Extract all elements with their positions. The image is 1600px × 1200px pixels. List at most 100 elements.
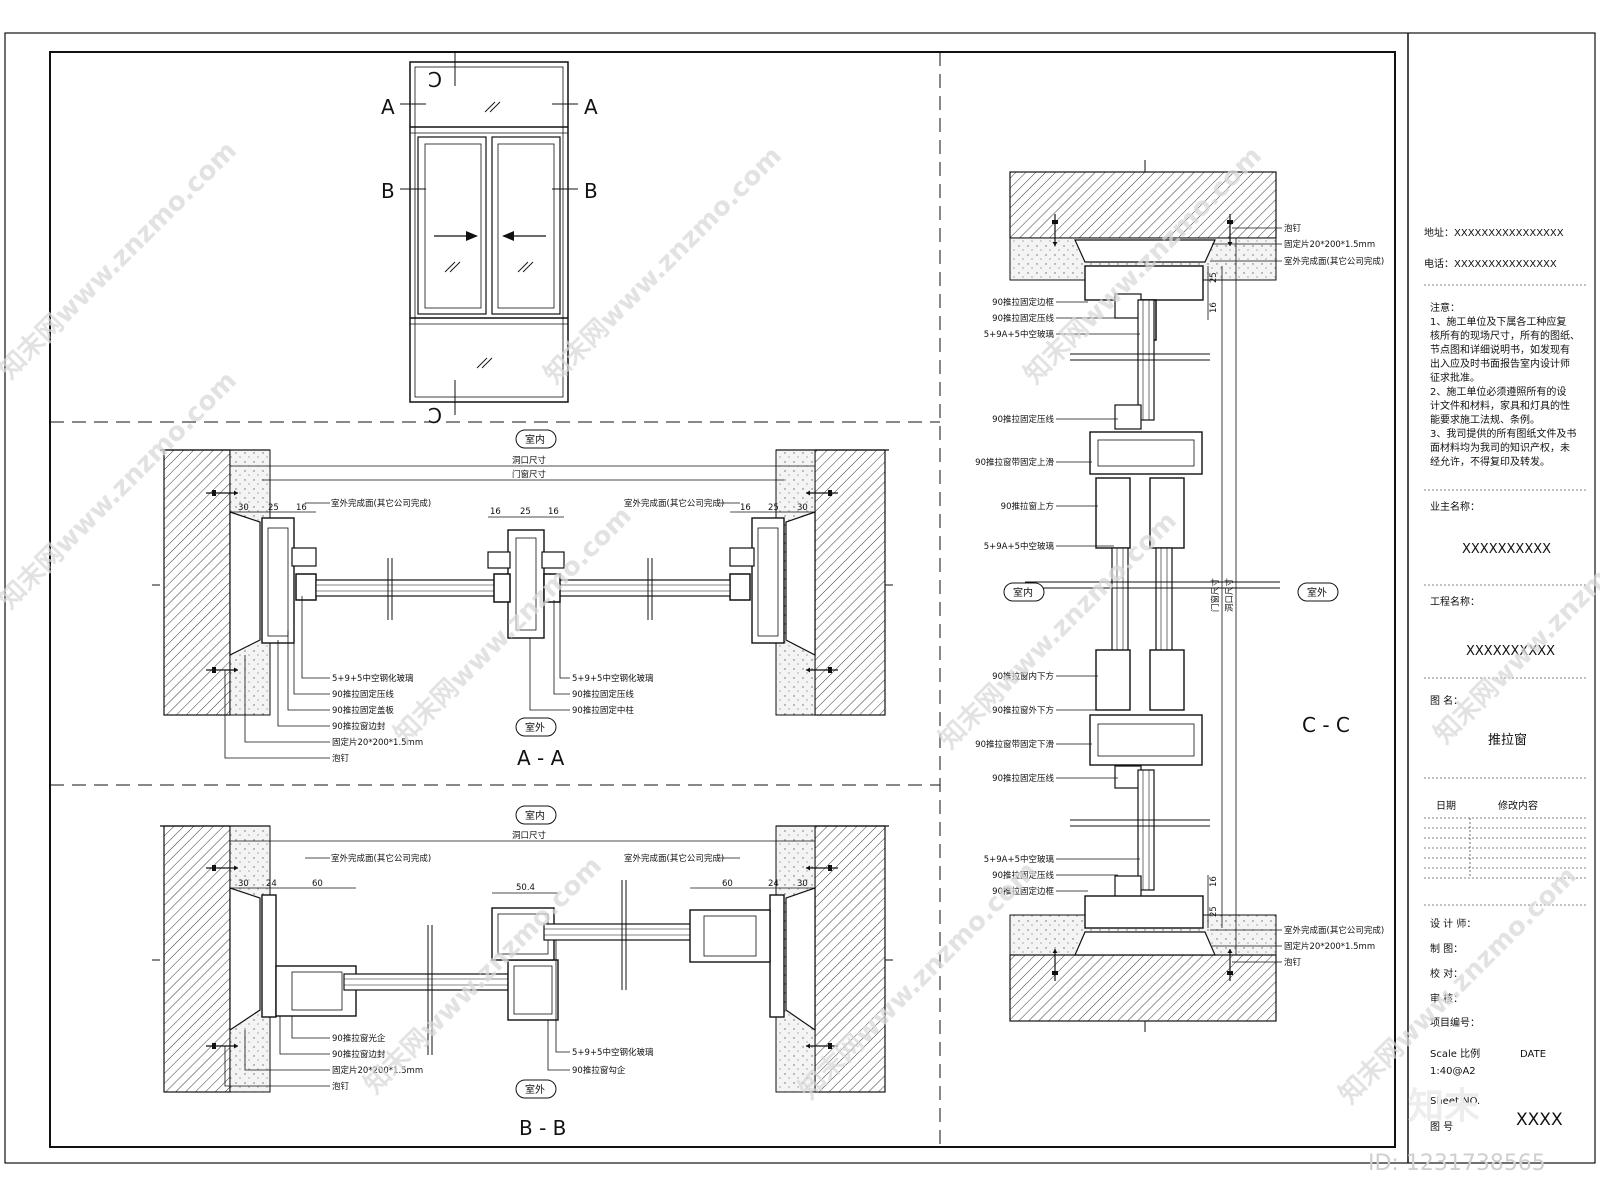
cc-label-l8: 90推拉窗外下方 (992, 705, 1054, 716)
tb-drafter: 制 图： (1430, 942, 1463, 955)
aa-dim-8: 30 (797, 503, 808, 513)
aa-dim-7: 25 (768, 503, 779, 513)
bb-label-r1: 90推拉窗勾企 (572, 1065, 626, 1076)
tb-sheet-value: XXXX (1516, 1110, 1563, 1130)
watermark-stamp: 知末 (1408, 1086, 1480, 1127)
cc-label-l4: 90推拉窗带固定上滑 (975, 457, 1054, 468)
aa-dim-door: 门窗尺寸 (512, 469, 547, 480)
bb-outer-finish-left: 室外完成面(其它公司完成) (331, 853, 431, 864)
cc-label-l6: 5+9A+5中空玻璃 (984, 541, 1055, 552)
cc-label-l12: 90推拉固定压线 (992, 870, 1054, 881)
watermark-text-1: 知末网www.znzmo.com (0, 136, 243, 385)
cc-label-l2: 5+9A+5中空玻璃 (984, 329, 1055, 340)
aa-label-l1: 90推拉固定压线 (332, 689, 394, 700)
bb-dim-6: 30 (797, 879, 808, 889)
cc-dim-opening: 洞口尺寸 (1224, 577, 1235, 612)
cc-label-tr1: 固定片20*200*1.5mm (1284, 239, 1375, 250)
cc-dim-2: 16 (1209, 876, 1219, 887)
tb-note-1: 核所有的现场尺寸，所有的图纸、 (1430, 329, 1580, 342)
section-mark-c-bottom: C (428, 403, 442, 427)
bb-indoor: 室内 (525, 809, 545, 822)
aa-dim-0: 30 (238, 503, 249, 513)
aa-indoor: 室内 (525, 433, 545, 446)
tb-owner-label: 业主名称： (1430, 500, 1480, 513)
aa-dim-opening: 洞口尺寸 (512, 455, 547, 466)
tb-scale-value: 1:40@A2 (1430, 1066, 1476, 1077)
tb-designer: 设 计 师： (1430, 917, 1476, 930)
bb-dim-2: 60 (312, 879, 323, 889)
section-bb: 洞口尺寸 30 24 60 50.4 60 24 30 室外完成面(其它公司完成… (152, 805, 893, 1140)
tb-drawing-value: 推拉窗 (1488, 732, 1527, 748)
tb-project-no: 项目编号： (1430, 1016, 1480, 1029)
bb-label-l3: 泡钉 (332, 1081, 350, 1092)
tb-sheet-label: Sheet NO. (1430, 1096, 1480, 1107)
aa-title: A - A (517, 746, 565, 770)
tb-note-4: 征求批准。 (1430, 371, 1480, 384)
section-aa: 洞口尺寸 门窗尺寸 30 25 16 16 25 16 16 25 30 室外完… (152, 429, 893, 770)
aa-label-l0: 5+9+5中空钢化玻璃 (332, 673, 414, 684)
cc-label-l3: 90推拉固定压线 (992, 414, 1054, 425)
cc-dim-3: 25 (1209, 906, 1219, 917)
tb-project-label: 工程名称： (1430, 595, 1480, 608)
tb-reviewer: 审 核： (1430, 992, 1463, 1005)
aa-label-r0: 5+9+5中空钢化玻璃 (572, 673, 654, 684)
tb-scale-label: Scale 比例 (1430, 1047, 1480, 1060)
aa-label-l5: 泡钉 (332, 753, 350, 764)
bb-dim-5: 24 (768, 879, 779, 889)
cc-label-l0: 90推拉固定边框 (992, 297, 1054, 308)
aa-dim-2: 16 (296, 503, 307, 513)
tb-note-7: 能要求施工法规、条例。 (1430, 413, 1540, 426)
tb-drawing-label: 图 名： (1430, 694, 1463, 707)
tb-address-label: 地址： (1424, 226, 1454, 239)
window-elevation: A A B B C C (381, 52, 598, 427)
tb-rev-content: 修改内容 (1498, 799, 1538, 812)
cc-dim-1: 16 (1209, 302, 1219, 313)
tb-note-8: 3、我司提供的所有图纸文件及书 (1430, 427, 1576, 440)
bb-label-l0: 90推拉窗光企 (332, 1033, 386, 1044)
aa-outer-finish-left: 室外完成面(其它公司完成) (331, 498, 431, 509)
cc-label-l7: 90推拉窗内下方 (992, 671, 1054, 682)
aa-dim-3: 16 (490, 507, 501, 517)
bb-label-l2: 固定片20*200*1.5mm (332, 1065, 423, 1076)
cc-label-tr0: 泡钉 (1284, 223, 1302, 234)
tb-address-value: XXXXXXXXXXXXXXXX (1454, 228, 1564, 239)
cc-label-l1: 90推拉固定压线 (992, 313, 1054, 324)
inner-frame (49, 51, 1396, 1148)
aa-label-l3: 90推拉窗边封 (332, 721, 386, 732)
title-block: 地址： XXXXXXXXXXXXXXXX 电话： XXXXXXXXXXXXXXX… (1424, 226, 1588, 1133)
aa-label-r1: 90推拉固定压线 (572, 689, 634, 700)
bb-dim-4: 60 (722, 879, 733, 889)
bb-dim-opening: 洞口尺寸 (512, 830, 547, 841)
tb-note-10: 经允许，不得复印及转发。 (1430, 455, 1550, 468)
aa-dim-4: 25 (520, 507, 531, 517)
watermark-id: ID: 1231738565 (1368, 1151, 1546, 1176)
tb-note-0: 1、施工单位及下属各工种应复 (1430, 315, 1566, 328)
section-mark-b-left: B (381, 179, 395, 203)
cc-indoor: 室内 (1013, 586, 1033, 599)
section-mark-c-top: C (428, 67, 442, 91)
tb-checker: 校 对： (1430, 967, 1463, 980)
cc-title: C - C (1302, 713, 1350, 737)
bb-dim-1: 24 (266, 879, 277, 889)
bb-dim-0: 30 (238, 879, 249, 889)
cc-dim-0: 25 (1209, 272, 1219, 283)
tb-phone-value: XXXXXXXXXXXXXXX (1454, 259, 1557, 270)
cc-outdoor: 室外 (1307, 586, 1327, 599)
aa-dim-1: 25 (268, 503, 279, 513)
bb-label-r0: 5+9+5中空钢化玻璃 (572, 1047, 654, 1058)
tb-rev-date: 日期 (1436, 800, 1456, 812)
bb-dim-3: 50.4 (516, 883, 535, 893)
bb-outdoor: 室外 (525, 1083, 545, 1096)
tb-sheet-prefix: 图 号 (1430, 1121, 1453, 1133)
cc-label-l13: 90推拉固定边框 (992, 886, 1054, 897)
cc-label-br0: 室外完成面(其它公司完成) (1284, 925, 1384, 936)
tb-note-3: 出入应及时书面报告室内设计师 (1430, 357, 1570, 370)
cc-label-l10: 90推拉固定压线 (992, 773, 1054, 784)
cc-label-br1: 固定片20*200*1.5mm (1284, 941, 1375, 952)
aa-dim-5: 16 (548, 507, 559, 517)
tb-phone-label: 电话： (1424, 257, 1454, 270)
aa-dim-6: 16 (740, 503, 751, 513)
bb-title: B - B (519, 1116, 566, 1140)
aa-label-r2: 90推拉固定中柱 (572, 705, 634, 716)
